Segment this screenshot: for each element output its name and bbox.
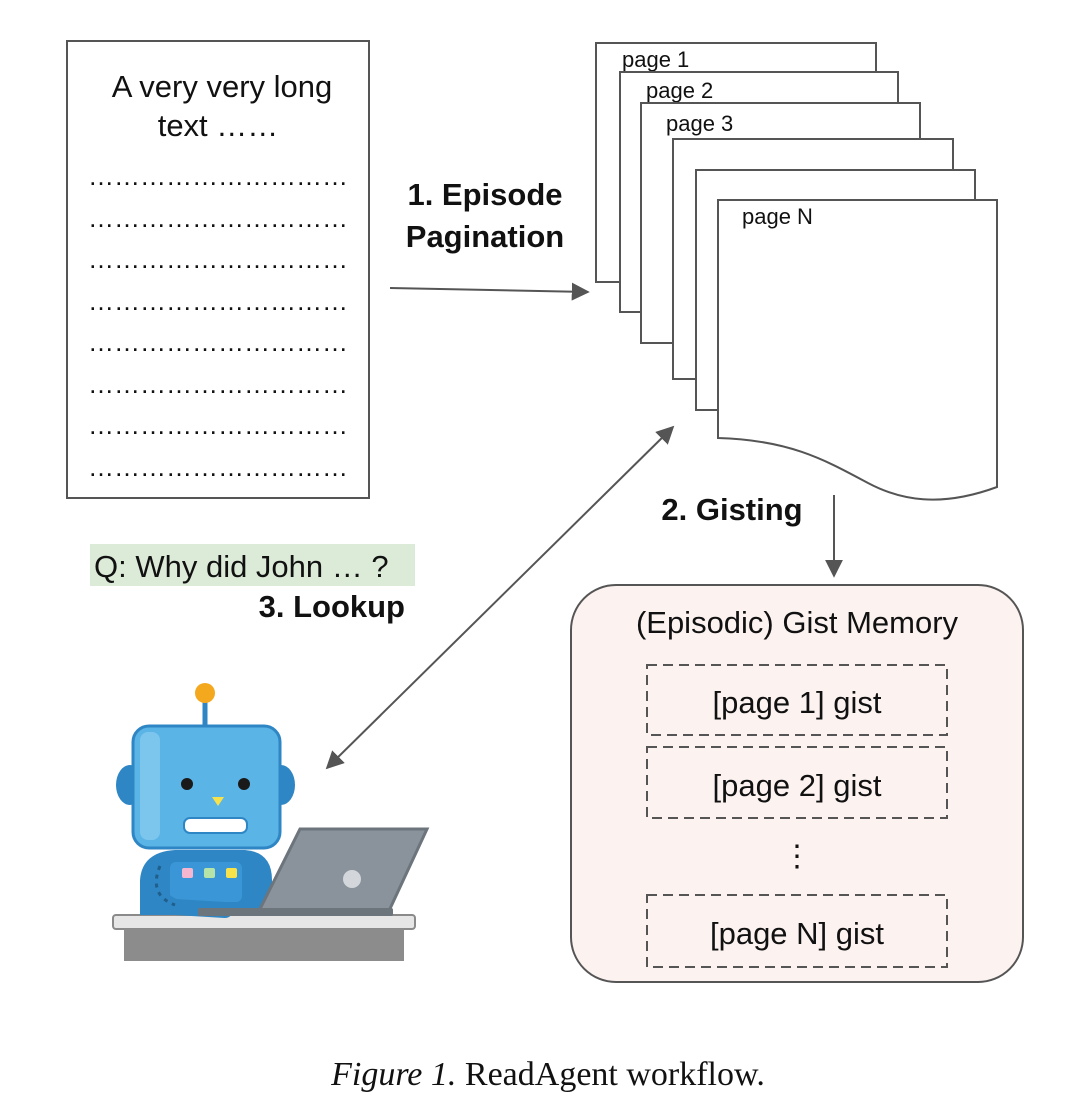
document-dot-line: …………………………	[88, 161, 348, 191]
document-dot-line: …………………………	[88, 452, 348, 482]
gist-entry-label: [page 1] gist	[713, 685, 882, 720]
page-label: page N	[742, 204, 813, 229]
document-dot-line: …………………………	[88, 244, 348, 274]
gist-entry: [page N] gist	[646, 894, 948, 968]
page-label: page 3	[666, 111, 733, 136]
gist-memory-title: (Episodic) Gist Memory	[636, 605, 959, 640]
pagination-arrow	[389, 282, 590, 301]
document-title-line-2: text ……	[158, 108, 279, 143]
gist-memory-box: (Episodic) Gist Memory [page 1] gist [pa…	[570, 584, 1024, 983]
document-dot-line: …………………………	[88, 369, 348, 399]
document-dot-line: …………………………	[88, 327, 348, 357]
long-text-document: A very very long text …… …………………………………………	[66, 40, 370, 499]
document-dot-lines: ………………………… ………………………… ………………………… ……………………………	[88, 161, 348, 482]
caption-description: ReadAgent workflow.	[465, 1056, 765, 1093]
page-label: page 2	[646, 78, 713, 103]
page-stack: page 1 page 2 page 3 page N	[595, 42, 998, 501]
step-pagination-line-1: 1. Episode	[407, 177, 562, 212]
gist-entry: [page 1] gist	[646, 664, 948, 736]
document-dot-line: …………………………	[88, 286, 348, 316]
document-title-line-1: A very very long	[112, 69, 333, 104]
step-lookup: 3. Lookup	[259, 589, 405, 624]
lookup-arrow	[325, 425, 675, 770]
caption-label: Figure 1.	[330, 1056, 456, 1093]
page-card-last: page N	[717, 199, 998, 501]
document-dot-line: …………………………	[88, 410, 348, 440]
robot-illustration	[112, 683, 430, 961]
document-dot-line: …………………………	[88, 203, 348, 233]
gist-ellipsis: ⋮	[782, 840, 812, 873]
figure-caption: Figure 1. ReadAgent workflow.	[330, 1056, 765, 1093]
step-pagination-line-2: Pagination	[406, 219, 564, 254]
question-text: Q: Why did John … ?	[94, 549, 389, 584]
gist-entry: [page 2] gist	[646, 746, 948, 819]
gist-entry-label: [page N] gist	[710, 916, 884, 951]
page-label: page 1	[622, 47, 689, 72]
gist-entry-label: [page 2] gist	[713, 768, 882, 803]
step-gisting: 2. Gisting	[661, 492, 802, 527]
